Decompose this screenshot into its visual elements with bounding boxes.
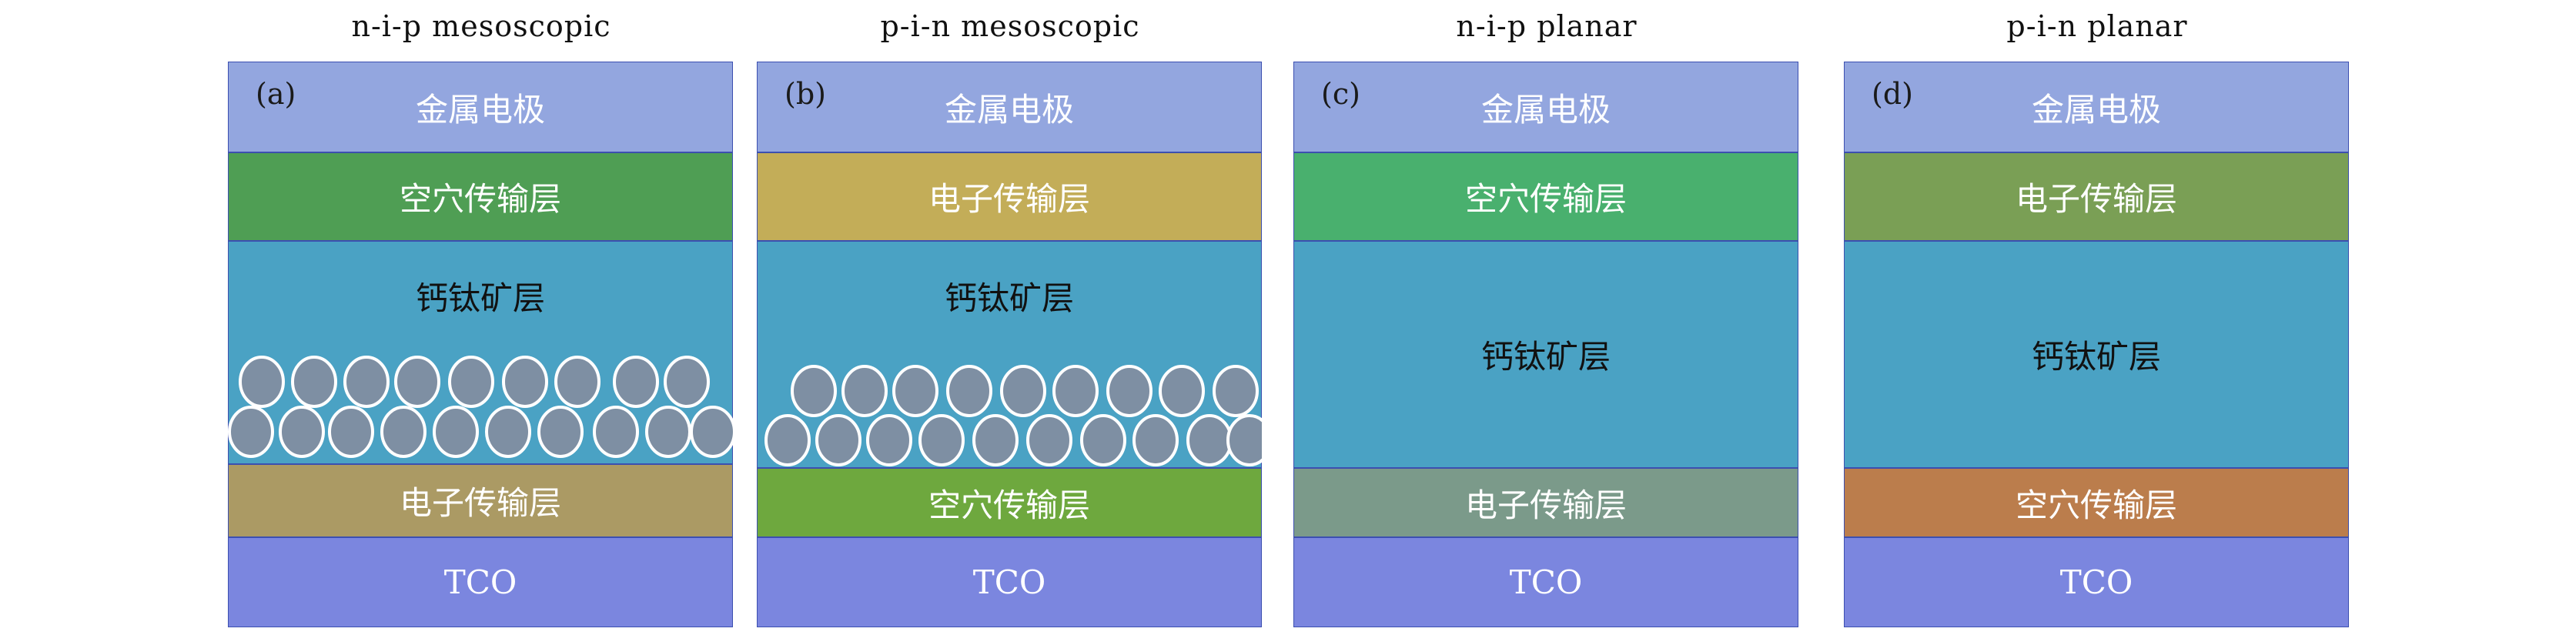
tco-label: TCO xyxy=(1509,563,1583,601)
metal-electrode-layer: 金属电极 xyxy=(228,62,733,152)
hole-transport-layer: 空穴传输层 xyxy=(1844,468,2349,537)
hole-transport-layer: 空穴传输层 xyxy=(228,152,733,241)
panel-a: 金属电极 (a) 空穴传输层 钙钛矿层 电子传输层 TCO xyxy=(228,62,734,627)
hole-transport-label: 空穴传输层 xyxy=(928,486,1090,524)
electron-transport-label: 电子传输层 xyxy=(928,180,1090,218)
metal-electrode-layer: 金属电极 xyxy=(757,62,1262,152)
tco-label: TCO xyxy=(443,563,517,601)
perovskite-label: 钙钛矿层 xyxy=(944,279,1074,317)
perovskite-label: 钙钛矿层 xyxy=(415,279,545,317)
particle xyxy=(866,414,912,466)
particle xyxy=(485,406,531,458)
particle xyxy=(613,356,659,408)
particle xyxy=(664,356,710,408)
electron-transport-layer: 电子传输层 xyxy=(1844,152,2349,241)
electron-transport-layer: 电子传输层 xyxy=(757,152,1262,241)
hole-transport-label: 空穴传输层 xyxy=(399,180,561,218)
hole-transport-label: 空穴传输层 xyxy=(1464,180,1627,218)
panel-c: 金属电极 (c) 空穴传输层 钙钛矿层 电子传输层 TCO xyxy=(1293,62,1800,627)
tco-label: TCO xyxy=(2059,563,2133,601)
panel-a-title: n-i-p mesoscopic xyxy=(351,9,611,43)
particle xyxy=(554,356,601,408)
perovskite-label: 钙钛矿层 xyxy=(1480,338,1611,376)
particle xyxy=(328,406,374,458)
panel-a-tag: (a) xyxy=(256,77,296,111)
hole-transport-layer: 空穴传输层 xyxy=(1293,152,1798,241)
particle xyxy=(1226,414,1262,466)
perovskite-label: 钙钛矿层 xyxy=(2031,338,2161,376)
particle xyxy=(537,406,584,458)
particle xyxy=(291,356,337,408)
particle xyxy=(645,406,691,458)
metal-electrode-label: 金属电极 xyxy=(944,90,1074,129)
tco-layer: TCO xyxy=(228,537,733,627)
particle xyxy=(815,414,861,466)
particle xyxy=(1213,365,1259,417)
particle xyxy=(279,406,325,458)
particle xyxy=(1106,365,1153,417)
particle xyxy=(239,356,285,408)
particle xyxy=(1132,414,1179,466)
tco-layer: TCO xyxy=(757,537,1262,627)
particle xyxy=(791,365,837,417)
panel-d-title: p-i-n planar xyxy=(2006,9,2188,43)
panel-b: 金属电极 (b) 电子传输层 钙钛矿层 空穴传输层 TCO xyxy=(757,62,1263,627)
particle xyxy=(892,365,938,417)
electron-transport-label: 电子传输层 xyxy=(2015,180,2177,218)
metal-electrode-label: 金属电极 xyxy=(415,90,545,129)
hole-transport-label: 空穴传输层 xyxy=(2015,486,2177,524)
particle xyxy=(593,406,639,458)
metal-electrode-label: 金属电极 xyxy=(2031,90,2161,129)
panel-d-tag: (d) xyxy=(1872,77,1913,111)
particle xyxy=(918,414,965,466)
particle xyxy=(433,406,479,458)
panel-d: 金属电极 (d) 电子传输层 钙钛矿层 空穴传输层 TCO xyxy=(1844,62,2350,627)
mesoporous-scaffold xyxy=(228,356,733,458)
perovskite-layer: 钙钛矿层 xyxy=(1844,241,2349,468)
panel-c-title: n-i-p planar xyxy=(1456,9,1638,43)
tco-label: TCO xyxy=(972,563,1046,601)
particle xyxy=(228,406,274,458)
electron-transport-layer: 电子传输层 xyxy=(1293,468,1798,537)
particle xyxy=(1000,365,1046,417)
particle xyxy=(690,406,733,458)
particle xyxy=(972,414,1019,466)
electron-transport-label: 电子传输层 xyxy=(1464,486,1627,524)
electron-transport-label: 电子传输层 xyxy=(399,484,561,522)
particle xyxy=(1052,365,1099,417)
particle xyxy=(841,365,888,417)
electron-transport-layer: 电子传输层 xyxy=(228,464,733,537)
perovskite-layer: 钙钛矿层 xyxy=(1293,241,1798,468)
particle xyxy=(448,356,494,408)
metal-electrode-label: 金属电极 xyxy=(1480,90,1611,129)
particle xyxy=(380,406,427,458)
particle xyxy=(502,356,548,408)
metal-electrode-layer: 金属电极 xyxy=(1844,62,2349,152)
tco-layer: TCO xyxy=(1844,537,2349,627)
particle xyxy=(1159,365,1205,417)
particle xyxy=(1186,414,1233,466)
tco-layer: TCO xyxy=(1293,537,1798,627)
particle xyxy=(946,365,992,417)
panel-c-tag: (c) xyxy=(1321,77,1360,111)
metal-electrode-layer: 金属电极 xyxy=(1293,62,1798,152)
hole-transport-layer: 空穴传输层 xyxy=(757,468,1262,537)
panel-b-tag: (b) xyxy=(785,77,826,111)
particle xyxy=(764,414,811,466)
particle xyxy=(1080,414,1126,466)
particle xyxy=(343,356,390,408)
particle xyxy=(394,356,440,408)
particle xyxy=(1026,414,1072,466)
panel-b-title: p-i-n mesoscopic xyxy=(880,9,1140,43)
mesoporous-scaffold xyxy=(764,365,1262,466)
